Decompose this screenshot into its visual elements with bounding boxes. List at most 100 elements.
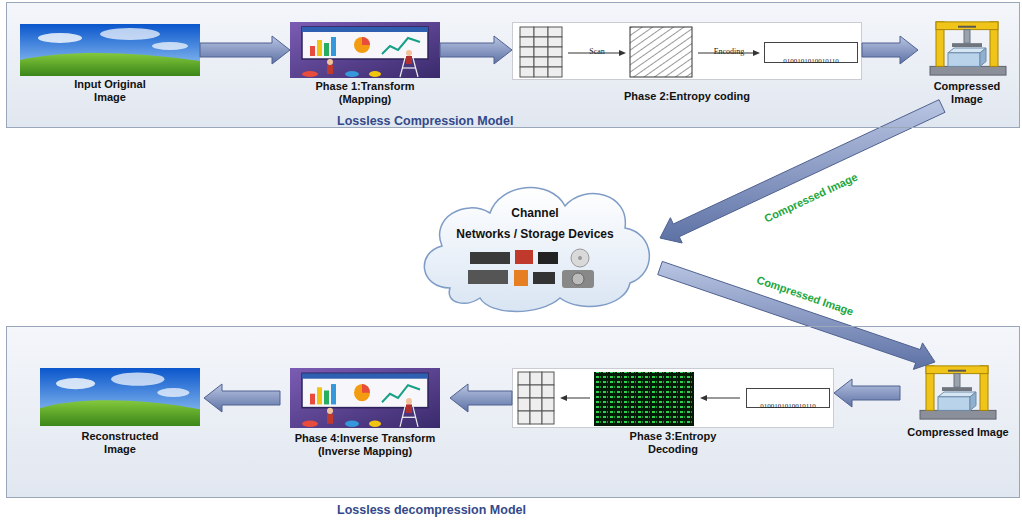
entropy-coding-picture — [513, 23, 862, 80]
entropy-coding-picture — [520, 27, 534, 37]
entropy-coding-picture — [520, 47, 534, 57]
entropy-decoding-picture — [542, 372, 554, 385]
landscape-picture — [40, 368, 200, 426]
channel-cloud: ChannelNetworks / Storage Devices — [410, 168, 660, 316]
entropy-coding-picture — [520, 27, 562, 77]
entropy-decoding-picture — [706, 398, 740, 399]
edge-label: Compressed Image — [762, 170, 859, 225]
entropy-decoding-picture — [530, 398, 542, 411]
entropy-coding-picture — [534, 47, 548, 57]
stage-caption: Phase 2:Entropy coding — [537, 90, 837, 103]
block-arrow — [660, 100, 945, 243]
entropy-decoding-picture — [513, 369, 834, 428]
picture-label: Encoding — [714, 47, 745, 57]
picture-label: 0100101010010110 — [783, 57, 839, 66]
entropy-coding-picture — [619, 50, 626, 56]
stage-caption: Compressed Image — [903, 426, 1013, 439]
entropy-decoding-picture — [530, 411, 542, 424]
presentation-picture — [290, 22, 440, 428]
entropy-coding-picture — [548, 47, 562, 57]
entropy-coding-picture — [520, 57, 534, 67]
entropy-decoding-picture — [530, 372, 542, 385]
cloud-picture — [572, 273, 584, 285]
picture-label: Scan — [589, 47, 605, 57]
entropy-coding-picture — [548, 37, 562, 47]
entropy-decoding-picture — [542, 398, 554, 411]
entropy-coding-picture — [548, 57, 562, 67]
block-arrow — [862, 36, 918, 64]
block-arrow — [658, 261, 935, 369]
picture-label: 0100101010010110 — [760, 402, 816, 411]
stage-box: Phase 3:Entropy Decoding — [512, 368, 834, 456]
entropy-decoding-picture — [518, 372, 530, 385]
entropy-coding-picture — [753, 50, 760, 56]
entropy-decoding-picture — [542, 385, 554, 398]
stage-caption: Reconstructed Image — [65, 430, 175, 456]
panel-title: Lossless Compression Model — [337, 114, 513, 129]
entropy-decoding-picture — [594, 372, 694, 426]
stage-box: Compressed Image — [918, 18, 1016, 106]
stage-caption: Compressed Image — [918, 80, 1016, 106]
block-arrow — [200, 36, 290, 64]
cloud-picture — [468, 270, 508, 284]
cloud-picture — [578, 256, 582, 260]
entropy-decoding-picture — [530, 385, 542, 398]
cloud-picture — [562, 270, 594, 288]
stage-caption: Phase 1:Transform (Mapping) — [295, 80, 435, 106]
stage-caption: Phase 3:Entropy Decoding — [613, 430, 733, 456]
entropy-coding-picture — [548, 67, 562, 77]
entropy-decoding-picture — [518, 385, 530, 398]
block-arrow — [440, 36, 512, 64]
cloud-picture — [514, 270, 528, 286]
cloud-picture — [571, 249, 589, 267]
entropy-decoding-picture — [560, 395, 567, 401]
entropy-decoding-picture — [542, 411, 554, 424]
cloud-picture — [470, 252, 510, 264]
entropy-coding-picture — [534, 37, 548, 47]
entropy-decoding-picture — [518, 411, 530, 424]
panel-title: Lossless decompression Model — [337, 503, 526, 518]
block-arrow — [450, 384, 512, 412]
block-arrow — [204, 384, 280, 412]
entropy-decoding-picture — [513, 369, 834, 428]
cloud-picture — [538, 252, 558, 264]
model-panel: Lossless Compression Model Input Original… — [6, 2, 1020, 128]
model-panel: Lossless decompression ModelCompressed I… — [6, 326, 1020, 498]
entropy-coding-picture — [534, 57, 548, 67]
entropy-coding-picture — [534, 67, 548, 77]
edge-label: Compressed Image — [755, 274, 855, 319]
cloud-text: Networks / Storage Devices — [410, 227, 660, 242]
stage-box: Reconstructed Image — [36, 368, 204, 456]
stage-box: Phase 4:Inverse Transform (Inverse Mappi… — [280, 368, 450, 458]
cloud-outline — [410, 168, 660, 316]
cloud-picture — [533, 272, 555, 284]
entropy-coding-picture — [548, 27, 562, 37]
entropy-coding-picture — [534, 27, 548, 37]
entropy-coding-picture — [513, 23, 862, 80]
entropy-coding-picture — [520, 37, 534, 47]
landscape-picture — [20, 24, 200, 426]
stage-caption: Input Original Image — [65, 78, 155, 104]
entropy-decoding-picture — [518, 398, 530, 411]
entropy-decoding-picture — [700, 395, 707, 401]
panel-ground — [7, 3, 1020, 498]
stage-box: Input Original Image — [20, 24, 200, 104]
presentation-picture — [290, 368, 440, 428]
entropy-coding-picture — [630, 27, 692, 77]
entropy-decoding-picture — [566, 398, 590, 399]
entropy-decoding-picture — [594, 372, 694, 426]
press-picture — [930, 22, 1006, 75]
stage-box: Phase 1:Transform (Mapping) — [290, 22, 440, 106]
panel-ground — [7, 327, 1020, 498]
entropy-decoding-picture — [518, 372, 554, 424]
landscape-picture — [20, 24, 200, 76]
block-arrow — [834, 379, 900, 407]
stage-box: Compressed Image — [900, 362, 1016, 439]
stage-caption: Phase 4:Inverse Transform (Inverse Mappi… — [282, 432, 448, 458]
cloud-picture — [515, 250, 533, 264]
press-picture — [920, 366, 996, 419]
cloud-text: Channel — [410, 206, 660, 221]
